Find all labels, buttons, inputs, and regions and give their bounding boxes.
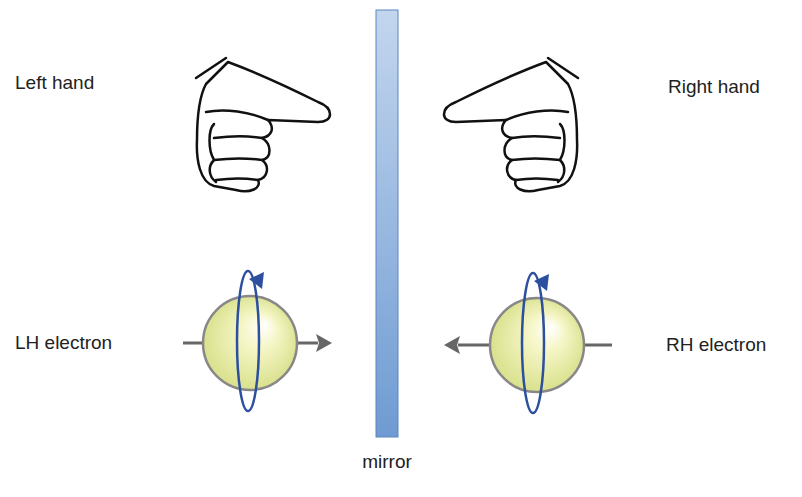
cuff-line [196,58,226,78]
electron-label: LH electron [15,332,112,355]
hand-outline [197,62,330,191]
electron-sphere [490,298,584,392]
mirror-bar [376,10,398,437]
finger-line [214,159,262,161]
electron-sphere [203,296,297,390]
electron-label: RH electron [666,334,766,357]
finger-line [216,179,258,181]
spin-arrowhead [534,274,549,291]
spin-loop [237,271,259,411]
mirror-label: mirror [362,451,412,474]
right-hand-copy [444,58,578,191]
momentum-arrowhead [444,336,460,354]
left-hand-drawing [196,58,330,191]
finger-line [214,137,262,139]
right-hand-drawing [444,58,578,191]
spin-arrowhead [249,272,264,289]
spin-loop [522,273,544,413]
knuckle-line [210,124,217,182]
hand-label: Left hand [15,72,94,95]
hand-label: Right hand [668,76,760,99]
momentum-arrowhead [316,334,332,352]
thumb-line [206,110,268,120]
